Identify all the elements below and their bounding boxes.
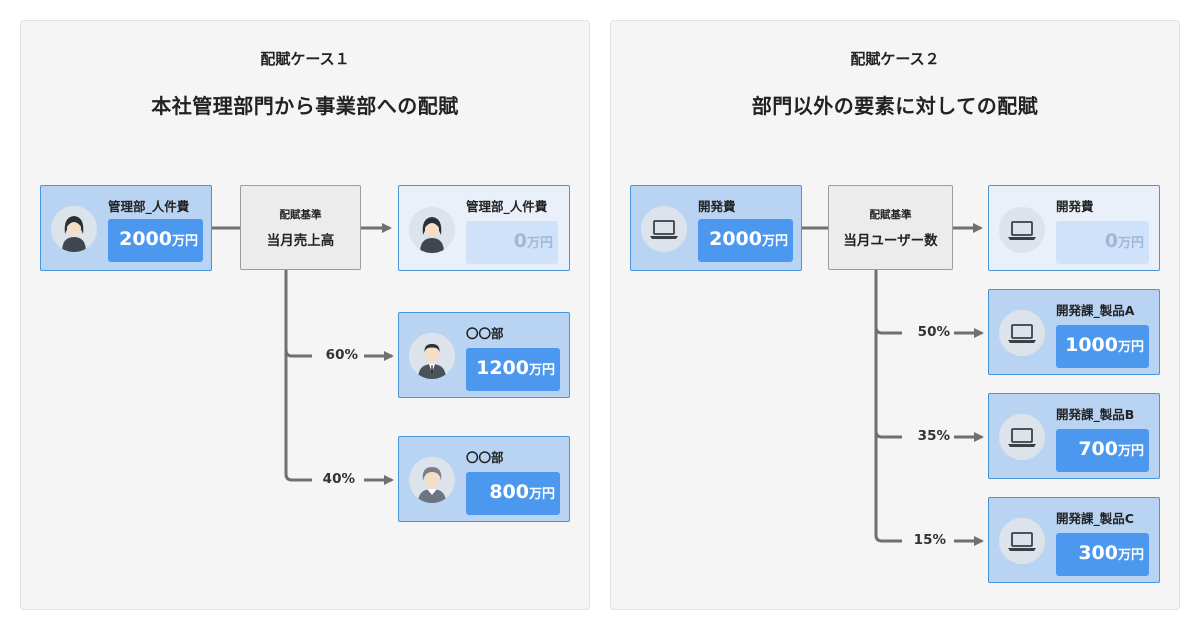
- amount-value: 1000: [1065, 334, 1118, 356]
- basis-value: 当月売上高: [266, 233, 335, 249]
- laptop-icon: [999, 414, 1045, 460]
- amount-unit: 万円: [1117, 236, 1144, 251]
- laptop-icon: [999, 310, 1045, 356]
- laptop-icon: [999, 207, 1045, 253]
- amount-value: 2000: [119, 228, 172, 250]
- amount-unit: 万円: [1117, 548, 1144, 563]
- case-2-percent-label: 15%: [913, 532, 946, 548]
- case-1-source-node: 管理部_人件費 2000万円: [40, 185, 212, 271]
- case-2-target-amount: 0万円: [1056, 221, 1149, 264]
- case-2-source-amount: 2000万円: [698, 219, 793, 262]
- case-2-basis-box: 配賦基準 当月ユーザー数: [828, 185, 953, 270]
- amount-value: 1200: [476, 357, 529, 379]
- man-suit-avatar-icon: [409, 333, 455, 379]
- amount-value: 0: [1104, 230, 1118, 252]
- case-1-basis-box: 配賦基準 当月売上高: [240, 185, 361, 270]
- case-2-target-name: 開発課_製品A: [1056, 303, 1135, 318]
- woman-avatar-icon: [409, 207, 455, 253]
- amount-value: 700: [1078, 438, 1118, 460]
- amount-unit: 万円: [1117, 340, 1144, 355]
- case-1-target-amount: 800万円: [466, 472, 560, 515]
- amount-value: 800: [489, 481, 529, 503]
- case-1-target-name: 管理部_人件費: [466, 199, 548, 214]
- amount-unit: 万円: [528, 487, 555, 502]
- case-2-source-node: 開発費 2000万円: [630, 185, 802, 271]
- case-1-target-node: 管理部_人件費 0万円: [398, 185, 570, 271]
- case-2-percent-label: 35%: [917, 428, 950, 444]
- case-1-target-amount: 0万円: [466, 221, 558, 264]
- case-1-label: 配賦ケース１: [260, 50, 350, 68]
- amount-unit: 万円: [526, 236, 553, 251]
- case-2-source-name: 開発費: [698, 199, 736, 214]
- case-1-source-amount: 2000万円: [108, 219, 203, 262]
- basis-value: 当月ユーザー数: [843, 233, 938, 249]
- amount-unit: 万円: [761, 234, 788, 249]
- case-2-target-node: 開発費 0万円: [988, 185, 1160, 271]
- case-2-target-name: 開発課_製品B: [1056, 407, 1135, 422]
- basis-label: 配賦基準: [869, 209, 912, 221]
- amount-value: 2000: [709, 228, 762, 250]
- case-1-percent-label: 40%: [322, 471, 355, 487]
- case-2-percent-label: 50%: [917, 324, 950, 340]
- case-1-target-node: 〇〇部 800万円: [398, 436, 570, 522]
- amount-value: 0: [513, 230, 527, 252]
- case-2-label: 配賦ケース２: [850, 50, 940, 68]
- basis-label: 配賦基準: [279, 209, 322, 221]
- case-1-percent-label: 60%: [325, 347, 358, 363]
- case-2-target-name: 開発費: [1056, 199, 1094, 214]
- amount-unit: 万円: [1117, 444, 1144, 459]
- case-2-target-amount: 300万円: [1056, 533, 1149, 576]
- case-2-target-amount: 1000万円: [1056, 325, 1149, 368]
- case-1-target-node: 〇〇部 1200万円: [398, 312, 570, 398]
- case-1-target-name: 〇〇部: [466, 450, 504, 465]
- case-2-title: 部門以外の要素に対しての配賦: [751, 94, 1039, 118]
- case-2-target-amount: 700万円: [1056, 429, 1149, 472]
- laptop-icon: [999, 518, 1045, 564]
- woman-avatar-icon: [51, 206, 97, 252]
- case-2-target-name: 開発課_製品C: [1056, 511, 1134, 526]
- case-1-source-name: 管理部_人件費: [108, 199, 190, 214]
- amount-unit: 万円: [528, 363, 555, 378]
- case-2-target-node: 開発課_製品C 300万円: [988, 497, 1160, 583]
- case-1-target-amount: 1200万円: [466, 348, 560, 391]
- amount-unit: 万円: [171, 234, 198, 249]
- amount-value: 300: [1078, 542, 1118, 564]
- case-1-target-name: 〇〇部: [466, 326, 504, 341]
- case-2-target-node: 開発課_製品A 1000万円: [988, 289, 1160, 375]
- laptop-icon: [641, 206, 687, 252]
- woman-short-hair-avatar-icon: [409, 457, 455, 503]
- case-2-target-node: 開発課_製品B 700万円: [988, 393, 1160, 479]
- case-1-title: 本社管理部門から事業部への配賦: [151, 94, 459, 118]
